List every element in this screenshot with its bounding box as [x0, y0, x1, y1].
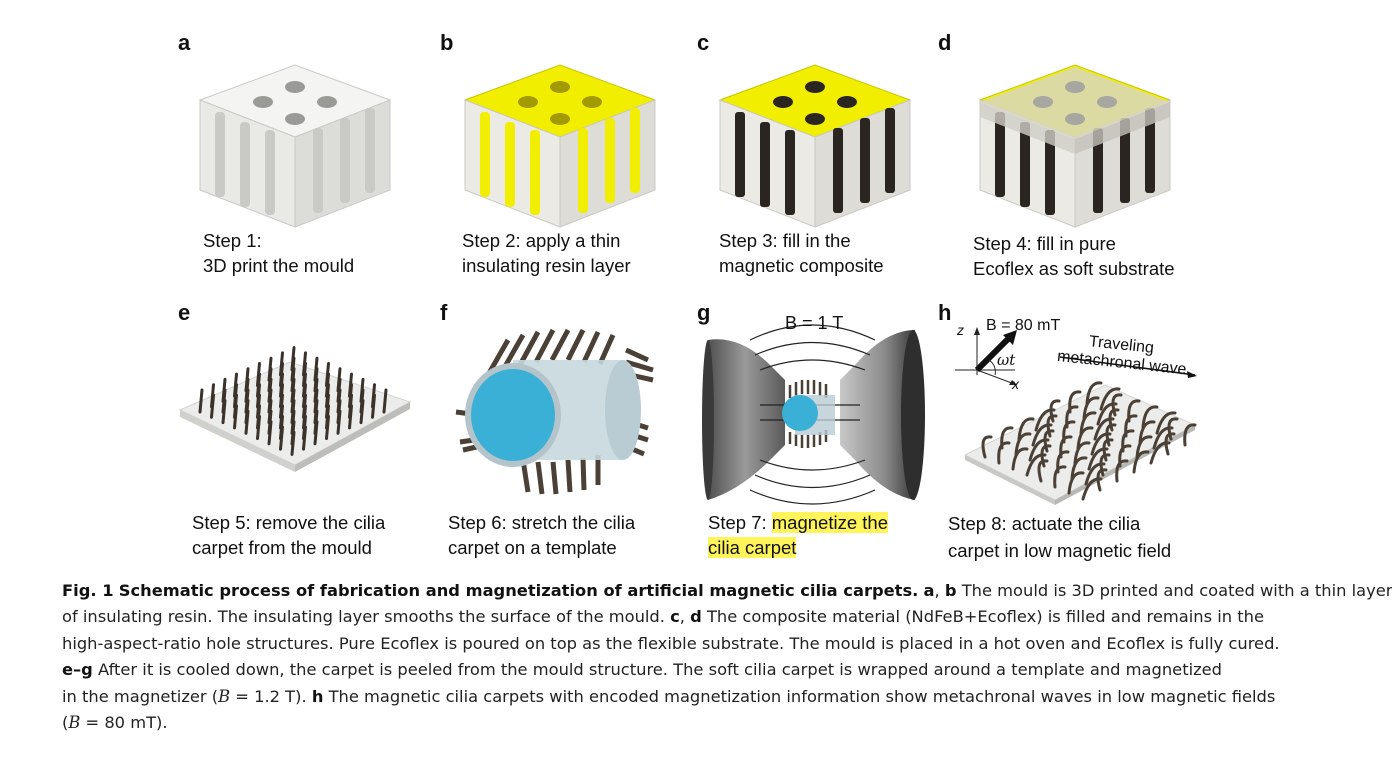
cilium: [1099, 453, 1111, 477]
panel-label-d: d: [938, 30, 952, 55]
caption-line-5: in the magnetizer (B = 1.2 T). h The mag…: [62, 686, 1276, 706]
panel-label-e: e: [178, 300, 191, 325]
cilium: [382, 388, 388, 414]
cilia-carpet-illustration: [178, 346, 412, 472]
cilium: [1085, 381, 1103, 405]
caption-line-2: of insulating resin. The insulating laye…: [62, 607, 1264, 627]
cilium: [244, 367, 250, 393]
cilium: [1000, 426, 1014, 450]
cilium: [1105, 423, 1117, 447]
step-7-highlight-2: cilia carpet: [708, 537, 797, 558]
cilium: [1046, 414, 1058, 438]
cilium: [198, 388, 204, 414]
magnetizer-illustration: [702, 324, 925, 505]
cilium: [1043, 429, 1055, 453]
axis-x-label: x: [1012, 376, 1019, 392]
actuation-illustration: [955, 327, 1197, 505]
cilium: [1040, 444, 1052, 468]
cilium: [1108, 408, 1120, 432]
cilium: [359, 377, 365, 403]
cilium: [313, 356, 319, 382]
resin-coated-mould-illustration: [463, 64, 657, 228]
figure-caption: Fig. 1 Schematic process of fabrication …: [62, 578, 1392, 736]
template-cylinder-illustration: [455, 328, 654, 495]
cilium: [1183, 423, 1197, 447]
cilium: [256, 362, 261, 387]
panel-label-c: c: [697, 30, 710, 55]
field-strength-label-h: B = 80 mT: [986, 317, 1061, 334]
cilium: [1049, 399, 1061, 423]
step-7-highlight: magnetize the: [771, 512, 888, 533]
cilium: [290, 346, 296, 372]
cilium: [336, 367, 342, 393]
panel-label-f: f: [440, 300, 448, 325]
axis-z-label: z: [957, 322, 964, 338]
cilium: [279, 351, 284, 377]
cilium: [1037, 459, 1049, 483]
cilium: [1167, 417, 1179, 441]
cilium: [371, 383, 376, 409]
cilium: [1141, 405, 1159, 429]
cilium: [1164, 432, 1176, 456]
mould-illustration: [198, 64, 392, 228]
cilium: [1155, 411, 1177, 435]
cilium: [1068, 390, 1082, 414]
cilium: [1017, 417, 1035, 441]
cilium: [267, 356, 273, 382]
caption-line-6: (B = 80 mT).: [62, 713, 168, 733]
caption-line-3: high-aspect-ratio hole structures. Pure …: [62, 633, 1280, 653]
panel-label-g: g: [697, 300, 711, 325]
cilium: [1102, 438, 1114, 462]
cilium: [302, 351, 307, 377]
cilium: [1127, 399, 1141, 423]
cilium: [210, 383, 215, 409]
cilium: [981, 435, 993, 459]
cilium: [348, 372, 353, 398]
panel-label-a: a: [178, 30, 191, 55]
field-strength-label-g: B = 1 T: [785, 313, 844, 333]
cilium: [1096, 468, 1108, 492]
caption-line-4: e–g After it is cooled down, the carpet …: [62, 660, 1222, 680]
cilium: [221, 377, 227, 403]
step-7-text: Step 7: magnetize the cilia carpet: [708, 512, 888, 558]
step-1-text: Step 1:3D print the mould: [203, 230, 355, 276]
ecoflex-substrate-illustration: [978, 64, 1172, 228]
caption-line-1: Fig. 1 Schematic process of fabrication …: [62, 581, 1392, 600]
panel-label-h: h: [938, 300, 952, 325]
magnetic-composite-illustration: [718, 64, 912, 228]
panel-label-b: b: [440, 30, 454, 55]
angle-label: ωt: [997, 351, 1016, 369]
cilium: [325, 362, 330, 387]
cilium: [1099, 387, 1121, 411]
cilium: [233, 372, 238, 398]
cilium: [1111, 393, 1123, 417]
